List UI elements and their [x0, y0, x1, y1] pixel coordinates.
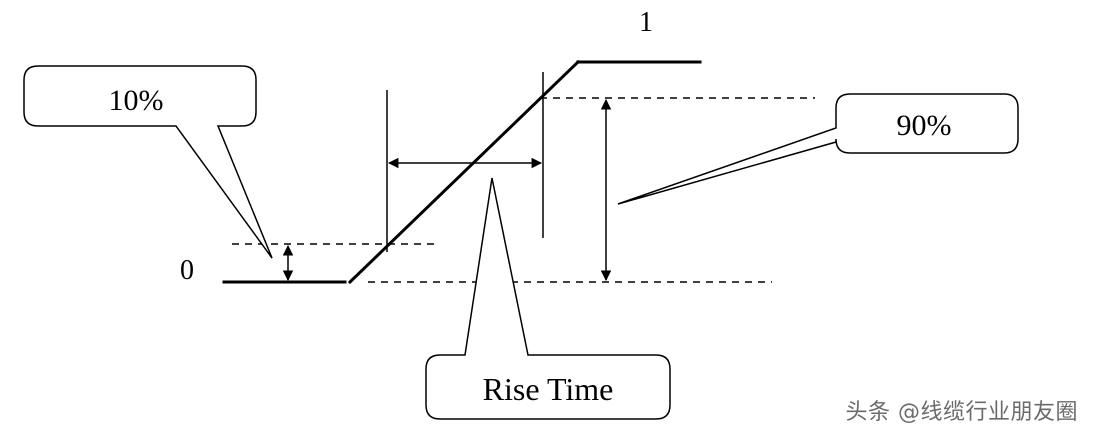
label-level-0: 0 — [180, 255, 194, 286]
label-10pct: 10% — [109, 84, 164, 117]
reference-lines — [232, 97, 815, 283]
label-level-1: 1 — [639, 7, 653, 38]
callout-10pct: 10% — [23, 65, 273, 259]
crossing-markers — [386, 72, 544, 252]
arrows — [282, 98, 612, 282]
rising-edge — [347, 59, 581, 285]
signal-waveform — [222, 59, 702, 285]
label-rise-time: Rise Time — [483, 371, 614, 407]
callout-90pct-shape — [617, 93, 1019, 205]
callout-rise-time-shape — [425, 177, 671, 420]
watermark-text: 头条 @线缆行业朋友圈 — [845, 400, 1078, 425]
label-90pct: 90% — [897, 109, 952, 142]
callout-90pct: 90% — [617, 93, 1019, 205]
callout-10pct-shape — [23, 65, 273, 259]
callout-rise-time: Rise Time — [425, 177, 671, 420]
